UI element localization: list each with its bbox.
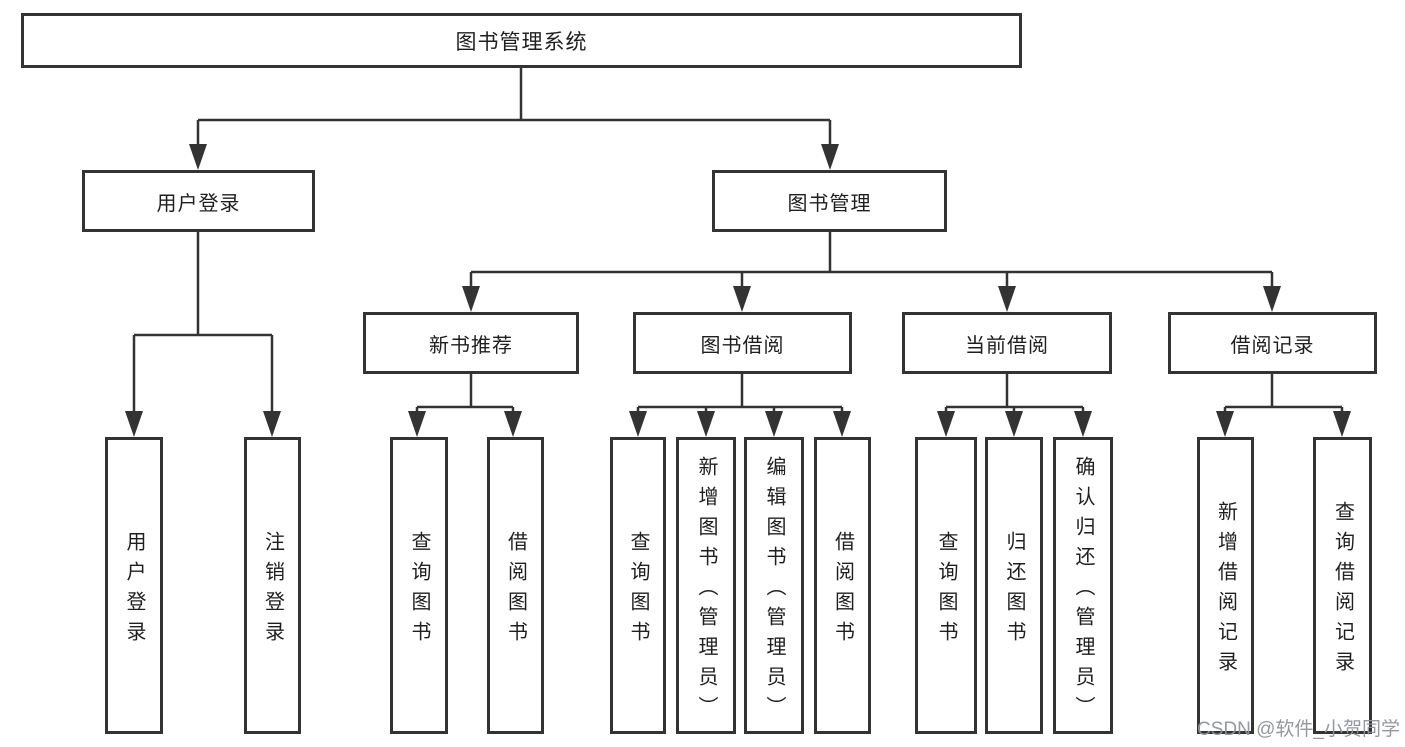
node-borrow-records: 借阅记录 bbox=[1168, 312, 1377, 374]
leaf-logout: 注销登录 bbox=[244, 437, 301, 734]
leaf-label: 归还图书 bbox=[1003, 530, 1025, 651]
node-book-management: 图书管理 bbox=[712, 170, 947, 232]
leaf-label: 借阅图书 bbox=[831, 530, 854, 651]
leaf-borrow-books-recommend: 借阅图书 bbox=[487, 437, 544, 734]
leaf-user-login: 用户登录 bbox=[105, 437, 163, 734]
leaf-label: 注销登录 bbox=[261, 530, 284, 651]
leaf-query-books-current: 查询图书 bbox=[915, 437, 977, 734]
node-book-borrow: 图书借阅 bbox=[633, 312, 852, 374]
node-library-management-system: 图书管理系统 bbox=[21, 13, 1022, 68]
leaf-label: 查询借阅记录 bbox=[1331, 500, 1354, 681]
leaf-label: 借阅图书 bbox=[504, 530, 527, 651]
arrowheads bbox=[125, 144, 1351, 437]
leaf-label: 查询图书 bbox=[935, 530, 957, 651]
leaf-label: 用户登录 bbox=[123, 530, 145, 651]
leaf-label: 确认归还（管理员） bbox=[1072, 455, 1094, 726]
leaf-label: 新增借阅记录 bbox=[1214, 500, 1237, 681]
connector-user-login bbox=[132, 231, 274, 413]
leaf-label: 编辑图书（管理员） bbox=[763, 455, 785, 726]
leaf-query-books-borrow: 查询图书 bbox=[610, 437, 666, 734]
connector-new-book-recommend bbox=[415, 373, 515, 415]
leaf-label: 查询图书 bbox=[627, 530, 649, 651]
connector-book-management bbox=[469, 231, 1274, 289]
connector-borrow-records bbox=[1223, 373, 1344, 415]
node-new-book-recommend: 新书推荐 bbox=[363, 312, 579, 374]
node-user-login: 用户登录 bbox=[82, 170, 315, 232]
leaf-label: 查询图书 bbox=[408, 530, 430, 651]
leaf-borrow-books: 借阅图书 bbox=[814, 437, 871, 734]
connector-root bbox=[196, 67, 832, 146]
leaf-return-book: 归还图书 bbox=[985, 437, 1043, 734]
leaf-confirm-return-admin: 确认归还（管理员） bbox=[1053, 437, 1113, 734]
connector-book-borrow bbox=[636, 373, 844, 415]
leaf-add-book-admin: 新增图书（管理员） bbox=[676, 437, 736, 734]
leaf-query-borrow-record: 查询借阅记录 bbox=[1313, 437, 1372, 734]
leaf-edit-book-admin: 编辑图书（管理员） bbox=[744, 437, 804, 734]
csdn-watermark: CSDN @软件_小贺同学 bbox=[1197, 719, 1400, 740]
leaf-add-borrow-record: 新增借阅记录 bbox=[1197, 437, 1254, 734]
leaf-label: 新增图书（管理员） bbox=[695, 455, 717, 726]
leaf-query-books-recommend: 查询图书 bbox=[390, 437, 448, 734]
node-current-borrow: 当前借阅 bbox=[902, 312, 1112, 374]
connector-current-borrow bbox=[944, 373, 1085, 415]
